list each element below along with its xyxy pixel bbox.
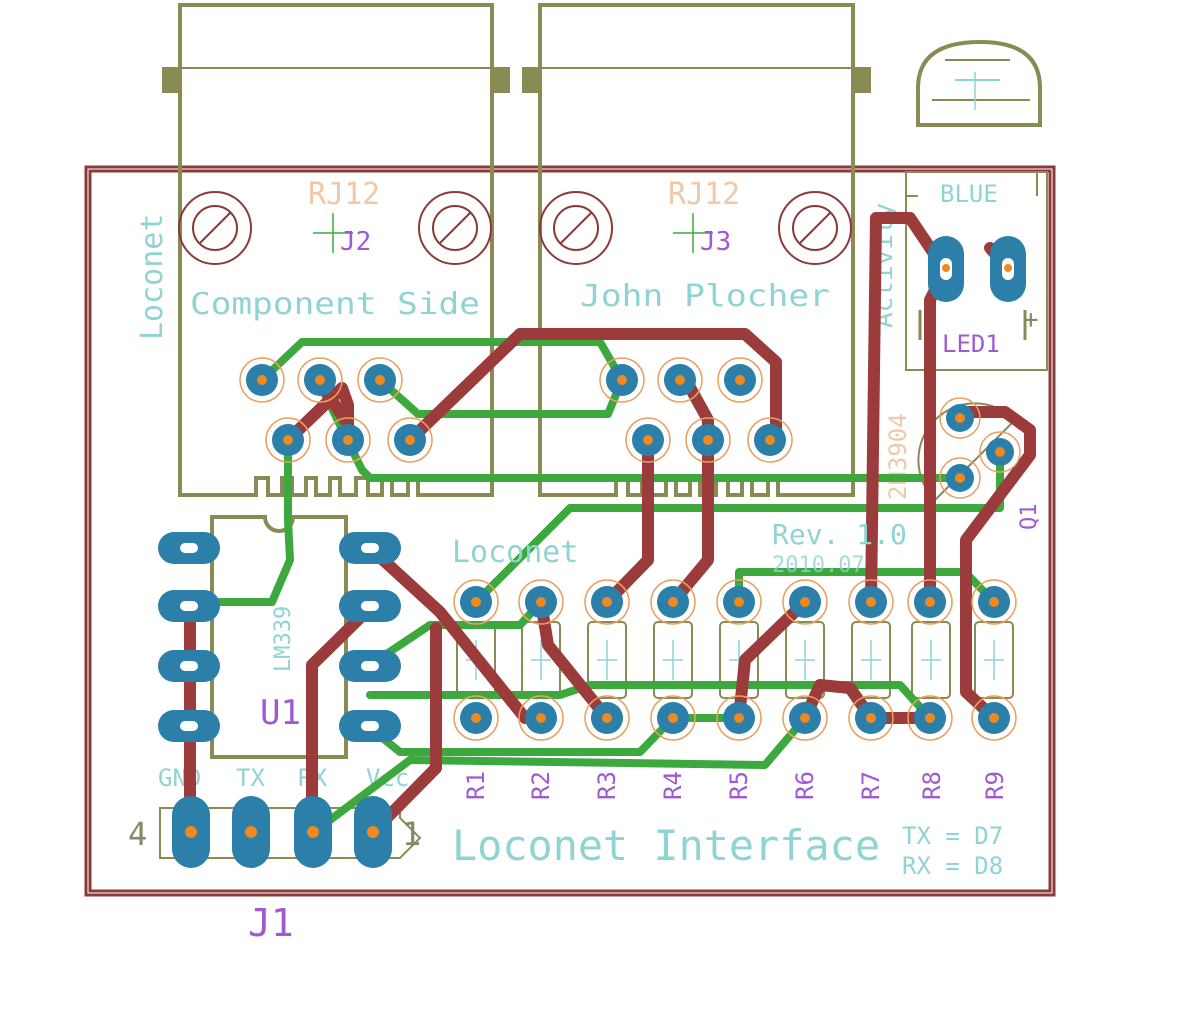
component-side-label: Component Side bbox=[190, 287, 480, 322]
j3-ref-label: J3 bbox=[700, 227, 731, 257]
resistor-pads-top bbox=[453, 579, 1017, 625]
j3-type-label: RJ12 bbox=[668, 177, 740, 212]
r5-label: R5 bbox=[725, 771, 753, 800]
board-outline bbox=[88, 169, 1052, 893]
j1-pin-first-label: 1 bbox=[402, 815, 421, 853]
r3-label: R3 bbox=[593, 771, 621, 800]
pin-label-tx: TX bbox=[236, 764, 265, 792]
r4-label: R4 bbox=[659, 771, 687, 800]
j2-pads bbox=[239, 357, 433, 463]
j1-header: 4 1 J1 GND TX RX Vcc bbox=[128, 764, 422, 945]
u1-pads bbox=[158, 532, 401, 742]
u1-ref-label: U1 bbox=[260, 693, 301, 733]
led-ref-label: LED1 bbox=[942, 330, 1000, 358]
rx-mapping-label: RX = D8 bbox=[902, 852, 1003, 880]
j1-ref-label: J1 bbox=[248, 901, 294, 945]
j1-pin-last-label: 4 bbox=[128, 815, 147, 853]
led-polarity-label: + bbox=[1023, 305, 1039, 335]
led-pads bbox=[928, 236, 1026, 302]
board-title: Loconet Interface bbox=[452, 821, 880, 870]
q1-transistor: 2N3904 Q1 bbox=[884, 402, 1042, 531]
rj12-j3: RJ12 J3 John Plocher bbox=[522, 3, 871, 497]
r6-label: R6 bbox=[791, 771, 819, 800]
date-label: 2010.07 bbox=[772, 553, 865, 578]
u1-part-label: LM339 bbox=[271, 606, 296, 672]
resistor-pads-bottom bbox=[453, 695, 1017, 741]
j2-type-label: RJ12 bbox=[308, 177, 380, 212]
q1-ref-label: Q1 bbox=[1017, 504, 1042, 531]
r8-label: R8 bbox=[918, 771, 946, 800]
bottom-copper-traces bbox=[186, 338, 1004, 836]
loconet-bus-label: Loconet bbox=[452, 535, 578, 570]
rj12-j2: RJ12 J2 Component Side bbox=[162, 3, 510, 497]
revision-label: Rev. 1.0 bbox=[772, 518, 907, 551]
pads bbox=[158, 236, 1026, 868]
r2-label: R2 bbox=[527, 771, 555, 800]
author-label: John Plocher bbox=[580, 279, 830, 314]
r7-label: R7 bbox=[857, 771, 885, 800]
j2-ref-label: J2 bbox=[340, 227, 371, 257]
j1-pads bbox=[172, 796, 392, 868]
q1-pads bbox=[939, 397, 1021, 499]
tx-mapping-label: TX = D7 bbox=[902, 822, 1003, 850]
resistor-labels: R1 R2 R3 R4 R5 R6 R7 R8 R9 bbox=[462, 771, 1009, 800]
r9-label: R9 bbox=[981, 771, 1009, 800]
u1-ic: U1 LM339 bbox=[210, 515, 348, 759]
q1-part-label: 2N3904 bbox=[884, 413, 912, 500]
led-color-label: BLUE bbox=[940, 180, 998, 208]
r1-label: R1 bbox=[462, 771, 490, 800]
led1: BLUE LED1 + Activity bbox=[869, 39, 1048, 371]
j3-pads bbox=[599, 357, 793, 463]
loconet-edge-label: Loconet bbox=[135, 214, 170, 340]
